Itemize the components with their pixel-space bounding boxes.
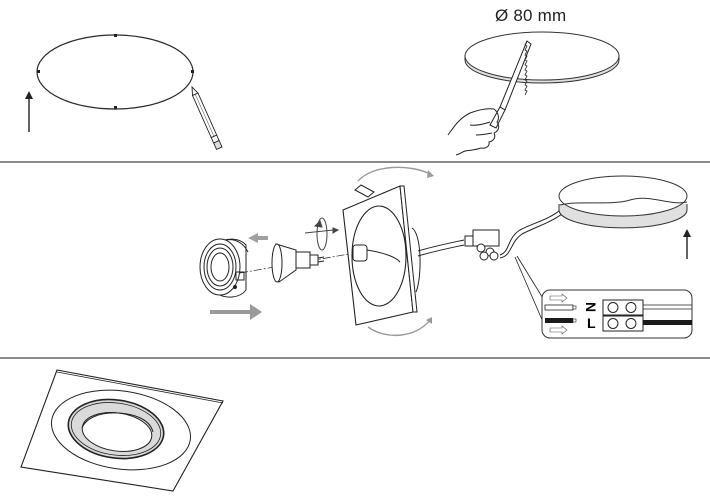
step-divider-2 bbox=[0, 357, 710, 359]
insert-arrow-icon bbox=[210, 304, 262, 320]
up-arrow-icon bbox=[25, 91, 33, 132]
ceiling-outline bbox=[36, 34, 194, 110]
mark-circle-illustration bbox=[25, 31, 620, 156]
terminal-label-n: N bbox=[583, 301, 600, 313]
square-frame-icon bbox=[342, 185, 421, 326]
terminal-label-l: L bbox=[587, 315, 596, 331]
assembly-illustration bbox=[199, 166, 693, 339]
hand-icon bbox=[447, 108, 500, 156]
step-divider-1 bbox=[0, 161, 710, 163]
trim-ring-icon bbox=[199, 238, 249, 298]
rotate-top-arrow-icon bbox=[357, 166, 433, 182]
terminal-block-icon bbox=[464, 229, 500, 261]
ceiling-disc-icon bbox=[464, 31, 620, 84]
up-arrow-icon bbox=[683, 229, 691, 259]
gu10-bulb-icon bbox=[271, 243, 325, 283]
rotate-icon bbox=[304, 217, 340, 251]
wiring-detail-box bbox=[541, 289, 693, 339]
saw-icon bbox=[489, 40, 532, 129]
ceiling-disc-icon bbox=[558, 175, 688, 229]
step-panel-1: Ø 80 mm bbox=[0, 0, 710, 160]
ring-icon bbox=[50, 389, 192, 471]
step-panel-3 bbox=[0, 359, 710, 503]
rotate-bottom-arrow-icon bbox=[367, 319, 431, 337]
remove-arrow-icon bbox=[248, 233, 268, 243]
step-panel-2: N L bbox=[0, 163, 710, 355]
pencil-icon bbox=[191, 85, 223, 151]
diameter-label: Ø 80 mm bbox=[495, 6, 567, 25]
installed-light-illustration bbox=[20, 369, 224, 492]
